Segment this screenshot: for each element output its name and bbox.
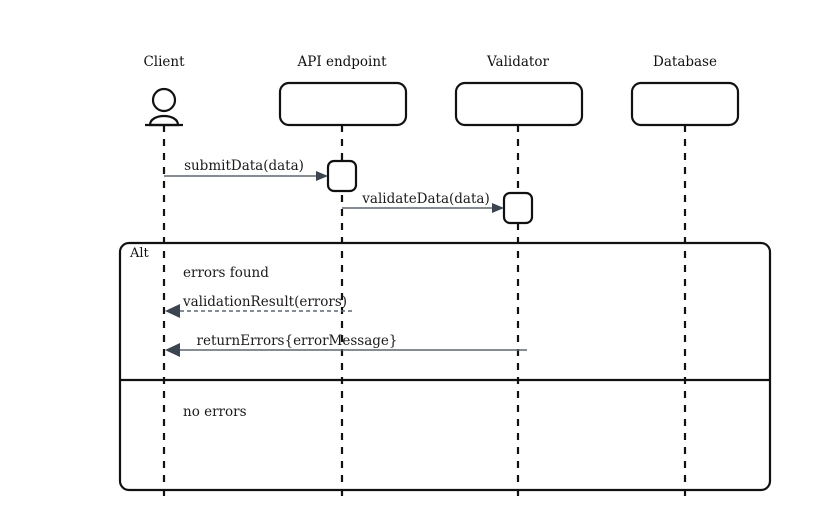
message-validation-result[interactable]: validationResult(errors) <box>165 294 352 318</box>
alt-fragment-frame <box>118 241 772 492</box>
actor-head-icon <box>151 87 177 113</box>
message-label-validate-data: validateData(data) <box>361 191 489 207</box>
message-validate-data[interactable]: validateData(data) <box>342 191 504 213</box>
participant-box-api-endpoint <box>278 81 408 127</box>
alt-fragment: Alt errors found no errors <box>118 241 772 492</box>
participant-box-validator <box>454 81 584 127</box>
message-return-errors[interactable]: returnErrors{errorMessage} <box>165 333 527 357</box>
activations-group <box>326 159 534 225</box>
participant-label-api-endpoint: API endpoint <box>297 54 388 70</box>
participant-api-endpoint[interactable]: API endpoint <box>278 54 408 127</box>
participant-label-database: Database <box>653 54 717 70</box>
message-label-validation-result: validationResult(errors) <box>182 294 347 310</box>
arrowhead-return-errors <box>165 343 180 357</box>
actor-body-icon <box>148 114 180 127</box>
participant-box-database <box>630 81 740 127</box>
participant-database[interactable]: Database <box>630 54 740 127</box>
alt-fragment-operator-label: Alt <box>129 246 150 261</box>
participant-label-validator: Validator <box>486 54 549 70</box>
activation-bar-validator[interactable] <box>502 191 534 225</box>
lifelines-group <box>162 125 687 497</box>
alt-guard-errors-found: errors found <box>183 265 269 281</box>
participant-client[interactable]: Client <box>143 54 185 127</box>
alt-guard-no-errors: no errors <box>183 404 247 420</box>
arrowhead-validation-result <box>165 304 180 318</box>
message-label-return-errors: returnErrors{errorMessage} <box>197 333 398 349</box>
message-submit-data[interactable]: submitData(data) <box>164 158 328 181</box>
activation-bar-api-endpoint[interactable] <box>326 159 358 193</box>
participant-label-client: Client <box>143 54 185 70</box>
arrowhead-submit-data <box>316 171 328 181</box>
participant-validator[interactable]: Validator <box>454 54 584 127</box>
message-label-submit-data: submitData(data) <box>184 158 304 174</box>
arrowhead-validate-data <box>492 203 504 213</box>
